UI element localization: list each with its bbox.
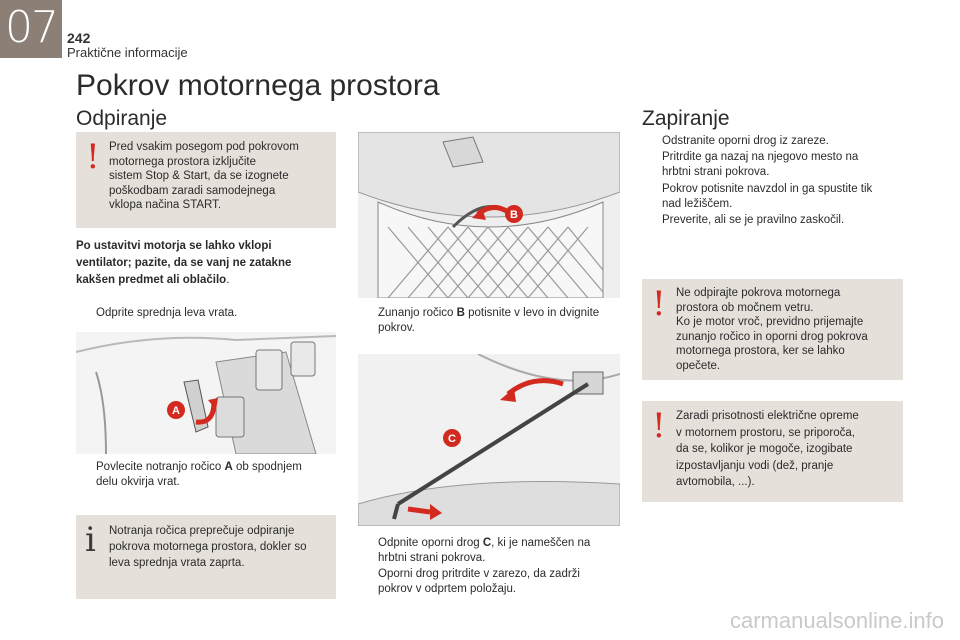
section-name: Praktične informacije xyxy=(67,45,188,60)
close-step-3: Pokrov potisnite navzdol in ga spustite … xyxy=(662,183,873,210)
warning-box-start-stop: ! Pred vsakim posegom pod pokrovom motor… xyxy=(76,132,336,228)
close-step-4: Preverite, ali se je pravilno zaskočil. xyxy=(662,214,845,226)
illustration-lever-b: B xyxy=(358,132,620,298)
callout-a-circle xyxy=(167,401,185,419)
illustration-prop-rod-c: C xyxy=(358,354,620,526)
callout-c-circle xyxy=(443,429,461,447)
chapter-tab xyxy=(0,0,62,58)
callout-b-label: B xyxy=(510,209,518,221)
step-fix-rod: Oporni drog pritrdite v zarezo, da zadrž… xyxy=(378,568,580,595)
warning-text: Pred vsakim posegom pod pokrovom motorne… xyxy=(109,141,299,211)
info-text: Notranja ročica preprečuje odpiranje pok… xyxy=(109,525,307,569)
step-pull-lever-a: Povlecite notranjo ročico A ob spodnjem … xyxy=(96,461,302,488)
step-open-door: Odprite sprednja leva vrata. xyxy=(96,307,238,319)
warning-text: Ne odpirajte pokrova motornega prostora … xyxy=(676,287,868,372)
callout-c-label: C xyxy=(448,433,456,445)
page-title: Pokrov motornega prostora xyxy=(76,69,440,102)
opening-heading: Odpiranje xyxy=(76,107,168,130)
warning-box-wind-heat: ! Ne odpirajte pokrova motornega prostor… xyxy=(642,279,903,380)
chapter-number: 07 xyxy=(5,2,59,53)
warning-box-water: ! Zaradi prisotnosti električne opreme v… xyxy=(642,401,903,502)
close-step-2: Pritrdite ga nazaj na njegovo mesto na h… xyxy=(662,151,859,178)
callout-b-circle xyxy=(505,205,523,223)
watermark: carmanualsonline.info xyxy=(729,608,944,633)
info-box-inner-lever: i Notranja ročica preprečuje odpiranje p… xyxy=(76,515,336,599)
close-step-1: Odstranite oporni drog iz zareze. xyxy=(662,135,829,147)
callout-a-label: A xyxy=(172,405,180,417)
warning-icon: ! xyxy=(652,284,666,324)
warning-text: Zaradi prisotnosti električne opreme v m… xyxy=(676,410,859,488)
page-number: 242 xyxy=(67,30,91,46)
step-release-rod-c: Odpnite oporni drog C, ki je nameščen na… xyxy=(378,537,591,564)
closing-heading: Zapiranje xyxy=(642,107,730,130)
info-icon: i xyxy=(85,520,96,560)
illustration-lever-a: A xyxy=(76,332,336,454)
warning-icon: ! xyxy=(86,137,100,177)
step-push-lever-b: Zunanjo ročico B potisnite v levo in dvi… xyxy=(378,307,600,334)
warning-icon: ! xyxy=(652,406,666,446)
fan-caution: Po ustavitvi motorja se lahko vklopi ven… xyxy=(76,240,292,286)
